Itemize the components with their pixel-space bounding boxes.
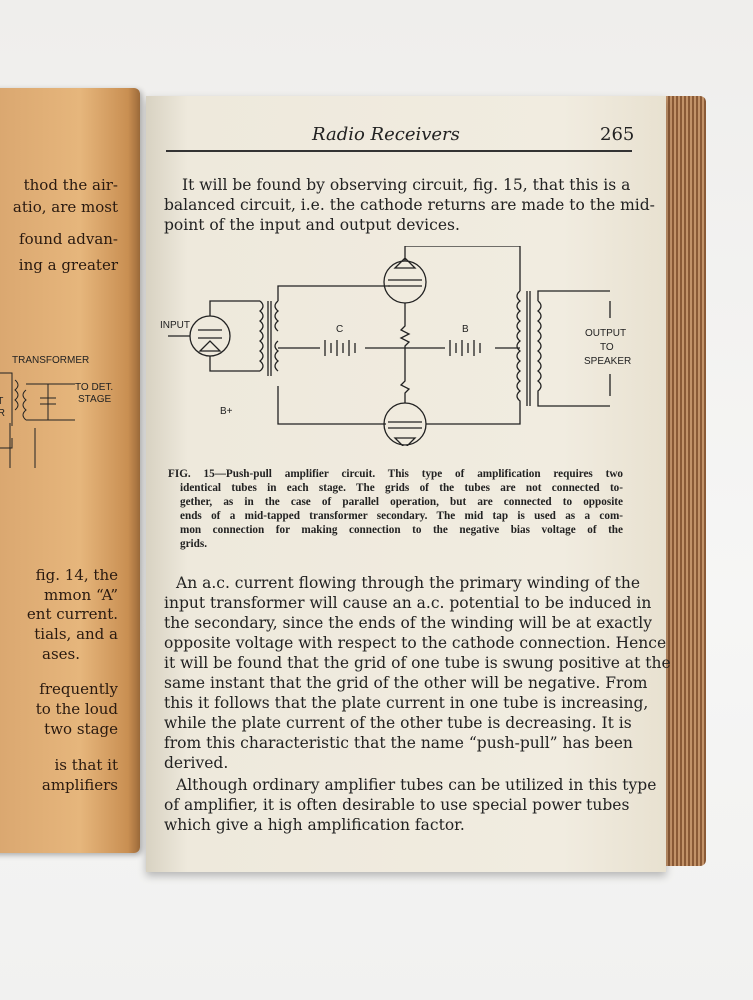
- upper-tube-icon: [383, 260, 427, 304]
- caption-line: ends of a mid-tapped transformer seconda…: [180, 510, 623, 522]
- left-text-line: ent current.: [26, 605, 118, 623]
- caption-line: mon connection for making connection to …: [180, 524, 623, 536]
- battery-c-label: C: [336, 324, 343, 335]
- paragraph-line: An a.c. current flowing through the prim…: [176, 574, 641, 592]
- paragraph-line: input transformer will cause an a.c. pot…: [164, 594, 652, 612]
- or-label: OR: [0, 408, 5, 419]
- caption-line: grids.: [180, 538, 208, 550]
- output-label: OUTPUT: [585, 328, 626, 339]
- speaker-label: SPEAKER: [584, 356, 631, 367]
- caption-line: identical tubes in each stage. The grids…: [180, 482, 623, 494]
- push-pull-circuit-diagram: INPUT C B B+ OUTPUT TO SPEAKER: [160, 246, 631, 446]
- paragraph-line: same instant that the grid of the other …: [164, 674, 648, 692]
- input-tube-icon: [189, 315, 231, 357]
- left-text-line: ing a greater: [18, 256, 118, 274]
- left-text-line: fig. 14, the: [35, 566, 118, 584]
- left-text-line: to the loud: [35, 700, 118, 718]
- intro-line: point of the input and output devices.: [164, 216, 460, 234]
- paragraph-line: this it follows that the plate current i…: [164, 694, 649, 712]
- input-label: INPUT: [160, 320, 190, 331]
- left-text-line: two stage: [44, 720, 118, 738]
- to-label: TO: [600, 342, 614, 353]
- left-circuit-diagram: TRANSFORMER TO DET. STAGE NT OR: [0, 355, 113, 468]
- paragraph-line: opposite voltage with respect to the cat…: [164, 634, 667, 652]
- paragraph-line: which give a high amplification factor.: [164, 816, 465, 834]
- nt-label: NT: [0, 396, 3, 407]
- lower-tube-icon: [383, 402, 427, 446]
- left-text-line: mmon “A”: [44, 586, 118, 604]
- running-header: Radio Receivers: [312, 124, 460, 145]
- left-text-line: ases.: [42, 645, 80, 663]
- paragraph-line: derived.: [164, 754, 229, 772]
- left-page: thod the air- atio, are most found advan…: [0, 88, 140, 853]
- left-text-line: frequently: [39, 680, 118, 698]
- paragraph-line: of amplifier, it is often desirable to u…: [164, 796, 630, 814]
- intro-line: It will be found by observing circuit, f…: [182, 176, 631, 194]
- caption-line: FIG. 15—Push-pull amplifier circuit. Thi…: [168, 468, 623, 480]
- left-text-line: atio, are most: [12, 198, 118, 216]
- intro-line: balanced circuit, i.e. the cathode retur…: [164, 196, 655, 214]
- transformer-label: TRANSFORMER: [12, 355, 89, 366]
- b-plus-label: B+: [220, 406, 233, 417]
- paragraph-line: from this characteristic that the name “…: [164, 734, 633, 752]
- header-rule: [166, 150, 632, 152]
- left-text-line: is that it: [54, 756, 118, 774]
- caption-line: gether, as in the case of parallel opera…: [180, 496, 623, 508]
- left-text-line: amplifiers: [41, 776, 118, 794]
- left-text-line: found advan-: [19, 230, 118, 248]
- paragraph-line: while the plate current of the other tub…: [164, 714, 632, 732]
- paragraph-line: Although ordinary amplifier tubes can be…: [176, 776, 657, 794]
- paragraph-line: the secondary, since the ends of the win…: [164, 614, 652, 632]
- left-text-line: thod the air-: [23, 176, 118, 194]
- to-det-label: TO DET.: [75, 382, 113, 393]
- stage-label: STAGE: [78, 394, 111, 405]
- battery-b-label: B: [462, 324, 469, 335]
- page-number: 265: [600, 124, 635, 145]
- paragraph-line: it will be found that the grid of one tu…: [164, 654, 671, 672]
- right-page: Radio Receivers 265 It will be found by …: [146, 96, 671, 872]
- left-text-line: tials, and a: [34, 625, 118, 643]
